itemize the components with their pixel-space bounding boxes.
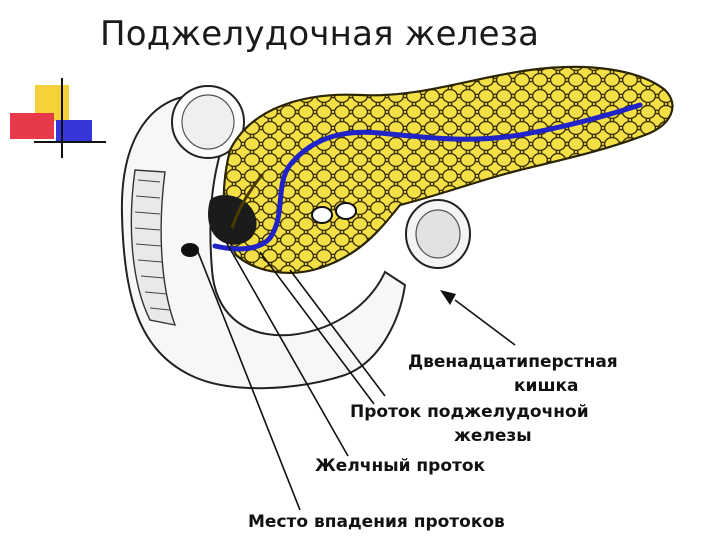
pancreas-gland: [222, 65, 674, 274]
bile-duct: [230, 174, 264, 229]
slide-decoration: [10, 78, 106, 158]
pointer-duodenum: [454, 299, 516, 346]
pancreatic-duct: [212, 102, 643, 252]
pointer-pancreatic-duct: [289, 269, 386, 397]
pointer-duodenum-arrowhead: [440, 290, 456, 305]
label-pancreatic-duct-line2: железы: [454, 426, 532, 446]
label-junction: Место впадения протоков: [248, 512, 505, 532]
label-pancreatic-duct-line1: Проток поджелудочной: [350, 402, 589, 422]
label-duodenum-line2: кишка: [514, 376, 579, 396]
label-pancreatic-duct: Проток поджелудочной железы: [350, 400, 589, 448]
deco-red-square: [10, 113, 54, 139]
deco-blue-square: [56, 120, 92, 142]
pointer-junction: [197, 251, 301, 511]
pointer-bile-duct: [224, 239, 349, 457]
small-vessel: [311, 206, 333, 224]
duodenum-shape: [120, 93, 407, 390]
small-vessel: [335, 202, 357, 220]
papilla: [181, 243, 199, 257]
label-bile-duct: Желчный проток: [315, 456, 486, 476]
ampulla-region: [208, 195, 257, 245]
slide-title: Поджелудочная железа: [100, 14, 540, 54]
duodenum-fold-lines: [134, 179, 171, 311]
label-duodenum-line1: Двенадцатиперстная: [408, 352, 618, 372]
pointer-pancreatic-duct-2: [259, 251, 375, 405]
label-duodenum: Двенадцатиперстная кишка: [408, 350, 618, 398]
duodenum-folds: [130, 169, 177, 326]
